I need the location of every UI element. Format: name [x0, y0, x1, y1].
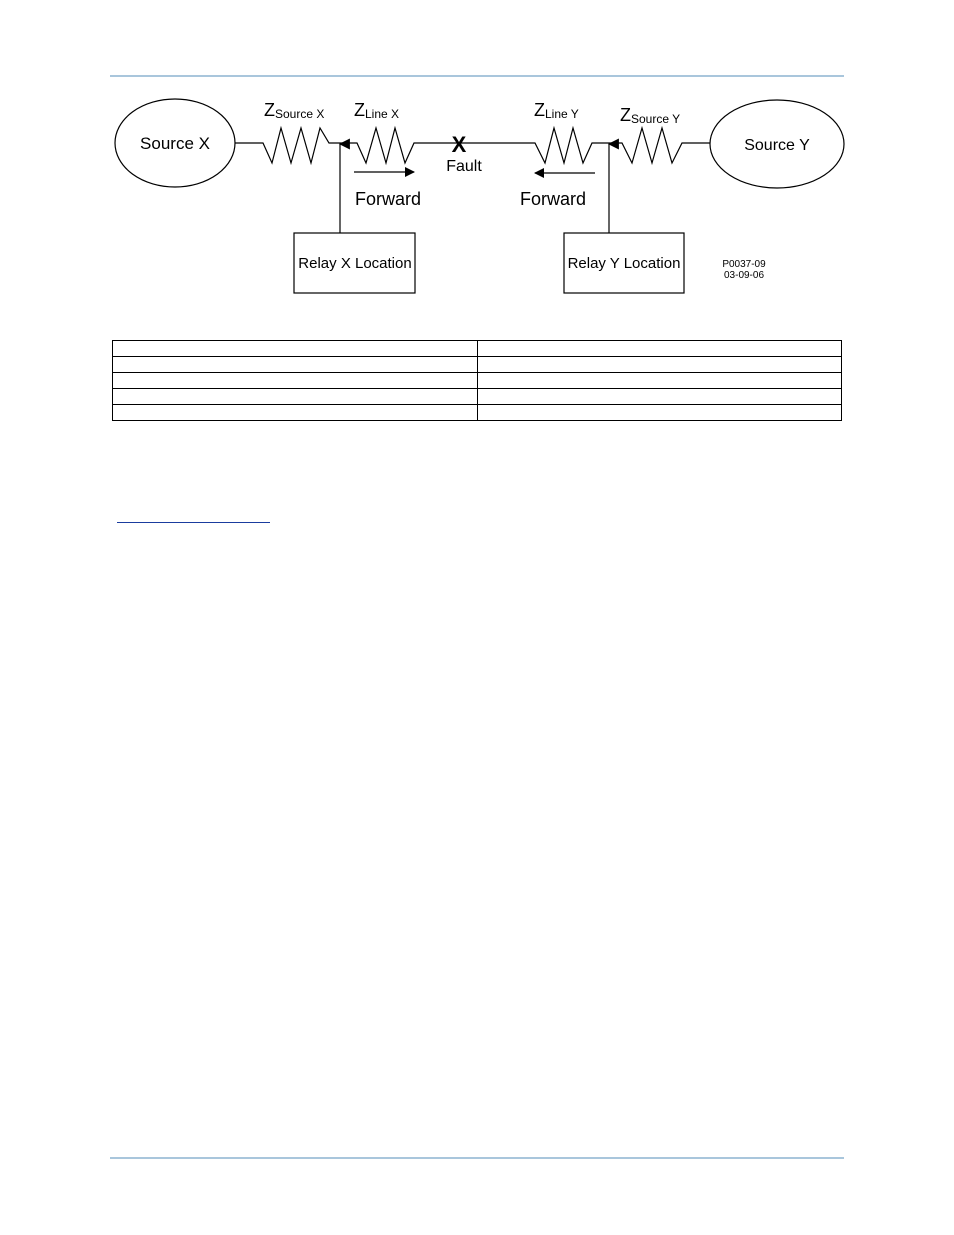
drawing-number: P0037-09	[722, 259, 766, 270]
line-left	[235, 125, 710, 166]
table-cell	[476, 388, 842, 405]
table-row	[112, 372, 842, 389]
table-row	[112, 340, 842, 357]
forward-label-x: Forward	[355, 189, 421, 209]
forward-label-y: Forward	[520, 189, 586, 209]
table-row	[112, 404, 842, 421]
table-row	[112, 388, 842, 405]
source-y-label: Source Y	[744, 137, 810, 154]
directional-fault-diagram: Source X Source Y ZSource X ZLine X ZLin…	[114, 98, 845, 294]
relay-y-box	[563, 232, 685, 294]
link-underline[interactable]	[117, 522, 270, 523]
z-source-x-label: ZSource X	[264, 100, 324, 121]
table-cell	[112, 388, 478, 405]
table-row	[112, 356, 842, 373]
table-cell	[476, 404, 842, 421]
z-line-x-label: ZLine X	[354, 100, 399, 121]
relay-x-label: Relay X Location	[298, 255, 411, 272]
drawing-date: 03-09-06	[724, 270, 764, 281]
table-cell	[476, 372, 842, 389]
source-x-label: Source X	[140, 134, 210, 153]
source-y-node	[709, 99, 845, 189]
header-rule	[110, 75, 844, 77]
fault-mark: X	[452, 132, 467, 157]
table-cell	[112, 372, 478, 389]
table-cell	[476, 340, 842, 357]
z-line-y-label: ZLine Y	[534, 100, 579, 121]
fault-label: Fault	[446, 158, 482, 175]
table-cell	[112, 340, 478, 357]
relay-x-box	[293, 232, 416, 294]
table-cell	[476, 356, 842, 373]
footer-rule	[110, 1157, 844, 1159]
z-source-y-label: ZSource Y	[620, 105, 680, 126]
relay-y-label: Relay Y Location	[568, 255, 681, 272]
blank-table	[112, 340, 842, 421]
table-cell	[112, 356, 478, 373]
table-cell	[112, 404, 478, 421]
